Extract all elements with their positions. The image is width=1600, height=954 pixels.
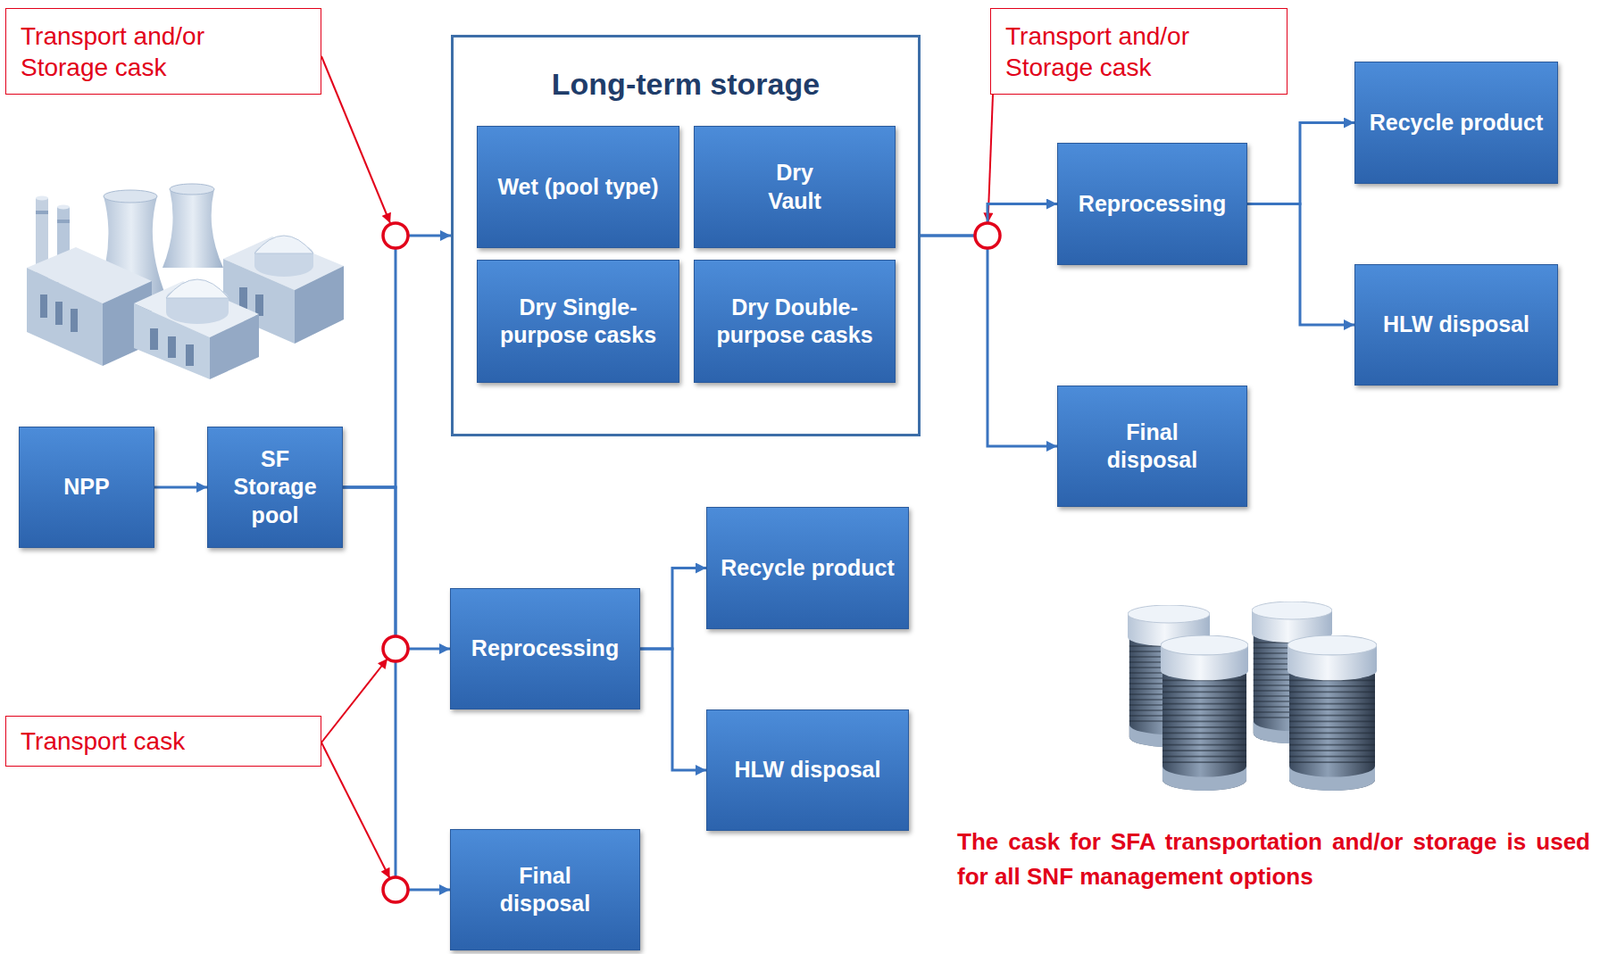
box-label: Dry Double-purpose casks [705, 293, 884, 350]
box-label: NPP [63, 473, 109, 501]
box-label: SF Storage pool [230, 445, 320, 530]
cask-illustration [1127, 601, 1377, 792]
cooling-tower [162, 189, 224, 268]
window [185, 344, 194, 367]
reactor-wall [209, 314, 259, 380]
flow-arrow [342, 235, 451, 488]
box-label: Final disposal [1100, 418, 1204, 475]
box-label: Final disposal [493, 862, 597, 919]
cask [1287, 635, 1377, 792]
junction-marker [383, 877, 409, 903]
flow-arrow [640, 649, 707, 771]
cooling-tower-top [103, 190, 158, 203]
box-label: Dry Vault [758, 158, 831, 216]
group-heading: Long-term storage [453, 66, 918, 103]
window [40, 294, 48, 318]
note-text: The cask for SFA transportation and/or s… [957, 825, 1591, 895]
process-box: HLW disposal [706, 709, 909, 832]
flow-arrow [154, 486, 208, 490]
window [239, 287, 248, 309]
leader-line [321, 742, 391, 879]
flow-arrow [1247, 123, 1355, 205]
callout-text: Transport cask [20, 725, 185, 758]
box-label: Reprocessing [1078, 190, 1226, 218]
process-box: Recycle product [1354, 61, 1559, 184]
chimney-top [57, 205, 70, 210]
junction-marker [383, 223, 409, 249]
box-label: Recycle product [1369, 108, 1544, 137]
junction-marker [383, 636, 409, 662]
box-label: HLW disposal [1383, 310, 1530, 339]
box-label: Dry Single-purpose casks [489, 293, 668, 350]
box-label: Reprocessing [471, 634, 619, 663]
process-box: Final disposal [450, 829, 641, 951]
chimney-ring [35, 210, 49, 215]
window [55, 301, 63, 325]
flow-arrow [342, 487, 450, 891]
box-label: Wet (pool type) [497, 173, 659, 201]
building-wall [26, 267, 103, 367]
process-box: NPP [18, 426, 155, 549]
cask [1160, 635, 1249, 792]
process-box: SF Storage pool [207, 426, 343, 549]
window [167, 336, 176, 359]
process-box: Dry Double-purpose casks [693, 259, 896, 384]
process-box: HLW disposal [1354, 264, 1559, 386]
process-box: Dry Vault [693, 125, 896, 249]
callout-box: Transport and/or Storage cask [5, 8, 322, 95]
process-box: Reprocessing [1057, 142, 1248, 266]
process-box: Reprocessing [450, 588, 641, 710]
callout-text: Transport and/or Storage cask [20, 20, 253, 84]
process-box: Dry Single-purpose casks [476, 259, 680, 384]
callout-text: Transport and/or Storage cask [1005, 20, 1238, 84]
window [70, 308, 78, 333]
reactor-dome [166, 279, 229, 299]
process-box: Recycle product [706, 507, 909, 630]
callout-box: Transport cask [5, 716, 322, 767]
cooling-tower-top [169, 183, 215, 195]
flow-arrow [920, 235, 1058, 447]
flow-arrow [640, 568, 707, 650]
storage-group: Long-term storageWet (pool type) Dry Vaul… [450, 34, 921, 437]
process-box: Wet (pool type) [476, 125, 680, 249]
chimney-ring [57, 219, 70, 224]
flow-arrow [1247, 204, 1355, 326]
leader-line [321, 658, 388, 743]
power-plant-illustration [26, 183, 344, 380]
chimney-top [35, 196, 49, 201]
window [255, 294, 264, 317]
junction-marker [975, 223, 1000, 249]
box-label: HLW disposal [734, 756, 882, 784]
callout-box: Transport and/or Storage cask [990, 8, 1288, 95]
reactor-wall [294, 266, 344, 344]
process-box: Final disposal [1057, 385, 1248, 508]
box-label: Recycle product [720, 554, 895, 583]
window [150, 328, 159, 350]
leader-lines [321, 56, 993, 879]
leader-line [321, 56, 391, 224]
reactor-dome [254, 235, 314, 254]
